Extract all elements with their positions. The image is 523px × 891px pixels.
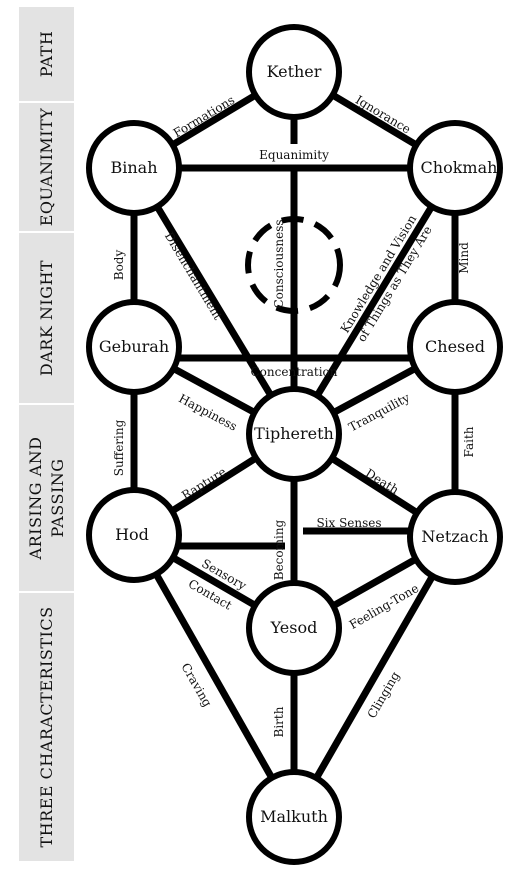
node-netzach: Netzach — [407, 489, 503, 585]
label-concentration: Concentration — [250, 365, 337, 379]
label-six-senses: Six Senses — [316, 516, 381, 530]
path-disenchantment — [131, 166, 297, 436]
node-hod: Hod — [86, 487, 182, 583]
band-three-characteristics — [17, 591, 76, 863]
sephirot: Kether Binah Chokmah Geburah Chesed Tiph… — [86, 24, 503, 865]
label-suffering: Suffering — [112, 419, 126, 476]
band-label-path: PATH — [37, 31, 56, 78]
label-equanimity: Equanimity — [259, 148, 329, 162]
label-disenchantment: Disenchantment — [162, 230, 225, 323]
node-label-geburah: Geburah — [99, 337, 169, 356]
dashed-hidden-circle — [245, 216, 343, 314]
label-mind: Mind — [457, 242, 471, 274]
label-faith: Faith — [462, 426, 476, 457]
node-label-chokmah: Chokmah — [421, 158, 498, 177]
band-arising-passing — [17, 403, 76, 593]
node-label-yesod: Yesod — [270, 618, 318, 637]
label-formations: Formations — [171, 93, 237, 141]
label-body: Body — [112, 250, 126, 281]
node-tiphereth: Tiphereth — [246, 386, 342, 482]
node-label-tiphereth: Tiphereth — [254, 424, 334, 443]
node-malkuth: Malkuth — [246, 769, 342, 865]
node-label-hod: Hod — [115, 525, 149, 544]
node-yesod: Yesod — [246, 580, 342, 676]
band-label-arising-and: ARISING AND — [26, 437, 45, 561]
band-path — [17, 5, 76, 103]
node-label-malkuth: Malkuth — [260, 807, 328, 826]
stage-bands: PATH EQUANIMITY DARK NIGHT ARISING AND P… — [17, 5, 76, 863]
node-label-kether: Kether — [267, 62, 322, 81]
label-consciousness: Consciousness — [272, 219, 286, 308]
path-clinging — [290, 535, 459, 819]
band-label-dark-night: DARK NIGHT — [37, 260, 56, 376]
node-chesed: Chesed — [407, 299, 503, 395]
node-label-netzach: Netzach — [421, 527, 488, 546]
node-kether: Kether — [246, 24, 342, 120]
node-geburah: Geburah — [86, 299, 182, 395]
path-knowledge-vision — [291, 166, 458, 436]
band-label-three-characteristics: THREE CHARACTERISTICS — [37, 606, 56, 847]
band-equanimity — [17, 101, 76, 233]
path-craving — [130, 533, 298, 819]
label-birth: Birth — [272, 706, 286, 737]
band-label-passing: PASSING — [48, 458, 67, 537]
node-chokmah: Chokmah — [407, 120, 503, 216]
label-becoming: Becoming — [272, 519, 286, 580]
node-label-chesed: Chesed — [425, 337, 485, 356]
band-label-equanimity: EQUANIMITY — [37, 108, 56, 227]
node-binah: Binah — [86, 120, 182, 216]
node-label-binah: Binah — [110, 158, 157, 177]
label-clinging: Clinging — [365, 669, 403, 721]
